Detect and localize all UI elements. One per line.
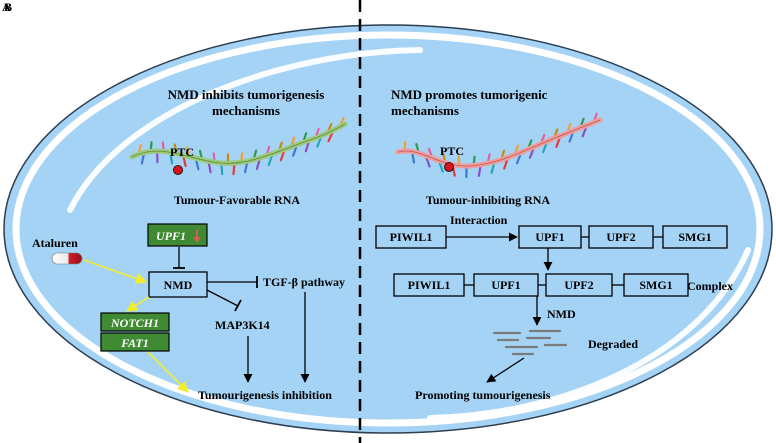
notch1-gene-label: NOTCH1	[110, 316, 159, 330]
left-rna-strand	[129, 117, 348, 176]
highlight-arc-bottom	[427, 247, 751, 421]
ataluren-arrow	[83, 259, 148, 284]
right-nmd-label: NMD	[547, 307, 576, 321]
interaction-label: Interaction	[450, 213, 508, 227]
degraded-label: Degraded	[588, 337, 638, 351]
nmd-to-genes-arrow	[126, 296, 150, 312]
left-rna-edge	[131, 123, 346, 164]
tgf-label: TGF-β pathway	[263, 275, 345, 289]
left-outcome-label: Tumourigenesis inhibition	[198, 388, 332, 402]
right-rna-label: Tumour-inhibiting RNA	[426, 193, 550, 207]
panel-letter-a: A	[2, 0, 11, 14]
right-outcome-label: Promoting tumourigenesis	[415, 388, 551, 402]
nmd-box	[148, 271, 208, 298]
genes-to-outcome-arrow	[147, 351, 189, 393]
ataluren-label: Ataluren	[32, 236, 78, 250]
upf1-gene-box	[147, 223, 208, 247]
degraded-rna-fragments	[492, 329, 568, 356]
row1-piwil1-label: PIWIL1	[390, 230, 433, 244]
left-ptc-label: PTC	[170, 145, 194, 159]
right-ptc-label: PTC	[440, 144, 464, 158]
row2-smg1-box	[623, 273, 689, 297]
nmd-label: NMD	[164, 278, 193, 292]
left-ptc-dot	[173, 165, 183, 175]
highlight-arc-top	[67, 47, 423, 213]
row1-upf1-label: UPF1	[535, 230, 564, 244]
ataluren-pill-icon	[51, 252, 83, 265]
right-ptc-dot	[444, 162, 454, 172]
row2-smg1-label: SMG1	[639, 278, 672, 292]
left-title-line1: NMD inhibits tumorigenesis	[168, 87, 325, 102]
left-rna-label: Tumour-Favorable RNA	[174, 193, 300, 207]
nmd-to-map3k14-line	[206, 289, 239, 307]
row2-upf2-label: UPF2	[564, 278, 593, 292]
arrow-down-icon	[193, 230, 201, 243]
left-panel: NMD inhibits tumorigenesis mechanisms PT…	[32, 87, 348, 402]
fat1-gene-label: FAT1	[120, 336, 149, 350]
complex-label: Complex	[687, 279, 733, 293]
to-outcome-arrow	[486, 357, 525, 383]
inhibit-bar	[234, 299, 242, 312]
row1-smg1-label: SMG1	[678, 230, 711, 244]
row2-piwil1-label: PIWIL1	[408, 278, 451, 292]
cell-body	[3, 24, 773, 434]
cell-membrane-rim	[12, 31, 764, 427]
row2-upf1-label: UPF1	[491, 278, 520, 292]
row1-upf2-label: UPF2	[606, 230, 635, 244]
cell-outer	[3, 24, 773, 434]
right-title-line2: mechanisms	[391, 103, 459, 118]
panel-letter-b: B	[4, 0, 12, 14]
right-panel: NMD promotes tumorigenic mechanisms PTC …	[375, 87, 733, 402]
notch1-gene-box	[100, 312, 170, 332]
map3k14-label: MAP3K14	[215, 318, 270, 332]
right-rna-edge	[397, 119, 601, 167]
fat1-gene-box	[100, 332, 170, 352]
right-rna-strand	[395, 112, 603, 179]
left-title-line2: mechanisms	[212, 103, 280, 118]
upf1-gene-label: UPF1	[156, 229, 186, 243]
row1-smg1-box	[662, 225, 728, 249]
right-title-line1: NMD promotes tumorigenic	[391, 87, 548, 102]
